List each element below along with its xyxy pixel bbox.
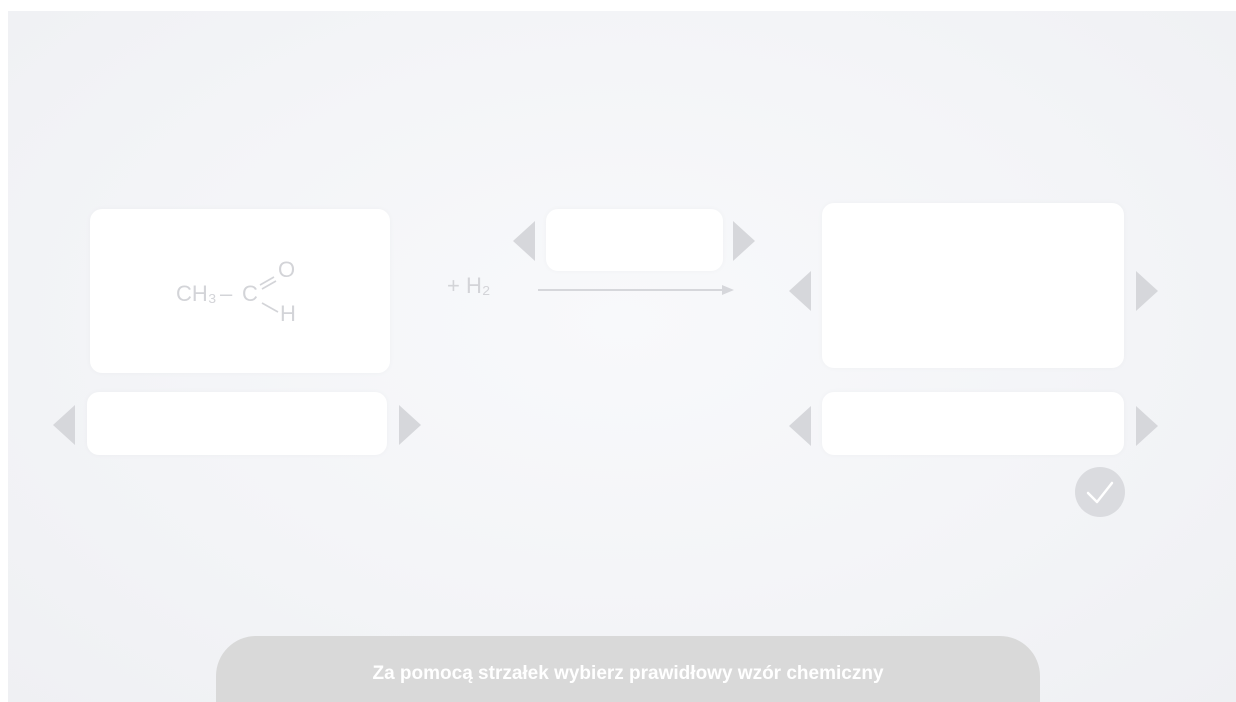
product-name-next-arrow-icon[interactable]: [1136, 406, 1158, 446]
product-formula-next-arrow-icon[interactable]: [1136, 271, 1158, 311]
condition-next-arrow-icon[interactable]: [733, 221, 755, 261]
reactant-name-next-arrow-icon[interactable]: [399, 405, 421, 445]
instruction-text: Za pomocą strzałek wybierz prawidłowy wz…: [372, 663, 884, 684]
product-formula-slot: [822, 203, 1124, 368]
check-icon: [1086, 481, 1114, 504]
carbon-atom: C: [242, 281, 258, 306]
reactant-formula-card: CH₃ – C O H: [90, 209, 390, 373]
reactant-name-slot: [87, 392, 387, 455]
aldehyde-structure: CH₃ – C O H: [176, 257, 296, 326]
condition-prev-arrow-icon[interactable]: [513, 221, 535, 261]
single-bond: –: [220, 281, 233, 306]
exercise-stage: CH₃ – C O H + H₂ Za pomocą strz: [8, 11, 1236, 702]
reaction-arrow-icon: [538, 285, 734, 295]
oxygen-atom: O: [278, 257, 295, 282]
double-bond-top: [259, 276, 275, 286]
hydrogen-atom: H: [280, 301, 296, 326]
ch3-group: CH₃: [176, 281, 217, 306]
double-bond-bottom: [261, 280, 277, 290]
condition-slot: [546, 209, 723, 271]
ch-bond: [261, 302, 279, 313]
reactant-name-prev-arrow-icon[interactable]: [53, 405, 75, 445]
hydrogen-reagent: + H₂: [447, 273, 491, 298]
product-formula-prev-arrow-icon[interactable]: [789, 271, 811, 311]
check-button[interactable]: [1075, 467, 1125, 517]
instruction-banner: Za pomocą strzałek wybierz prawidłowy wz…: [216, 636, 1040, 702]
product-name-prev-arrow-icon[interactable]: [789, 406, 811, 446]
product-name-slot: [822, 392, 1124, 455]
